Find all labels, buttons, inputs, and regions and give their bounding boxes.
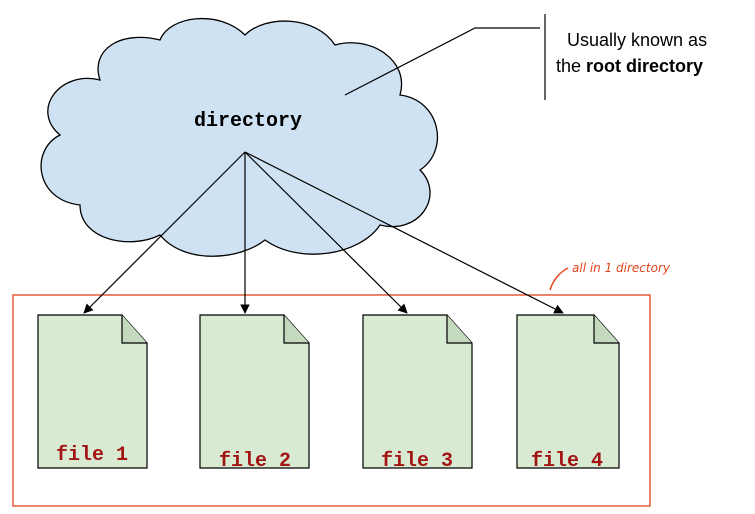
file-1-label: file 1 [56,444,128,467]
file-3: file 3 [362,314,473,473]
callout-leader [344,27,540,96]
annotation-text: all in 1 directory [572,261,671,275]
file-4-icon [516,314,620,469]
file-1: file 1 [37,314,148,469]
callout-line-2-prefix: the [556,56,586,76]
file-2: file 2 [199,314,310,473]
file-4: file 4 [516,314,620,473]
callout-line-2-bold: root directory [586,56,703,76]
file-3-fold [446,315,472,344]
callout-line-1: Usually known as [567,30,707,50]
file-2-label: file 2 [219,450,291,473]
callout-text: Usually known as the root directory [556,30,712,76]
file-2-icon [199,314,310,469]
arrows [83,151,564,314]
directory-box [12,294,651,507]
file-4-fold [593,315,619,344]
file-3-icon [362,314,473,469]
file-1-icon [37,314,148,469]
arrow-file-3 [244,151,408,314]
file-1-fold [121,315,147,344]
file-3-label: file 3 [381,450,453,473]
file-4-label: file 4 [531,450,603,473]
arrow-file-4 [244,151,564,314]
arrow-file-1 [83,151,246,314]
file-2-fold [283,315,309,344]
annotation-squiggle [549,267,569,291]
cloud-label: directory [194,110,302,133]
cloud-shape [40,17,439,257]
